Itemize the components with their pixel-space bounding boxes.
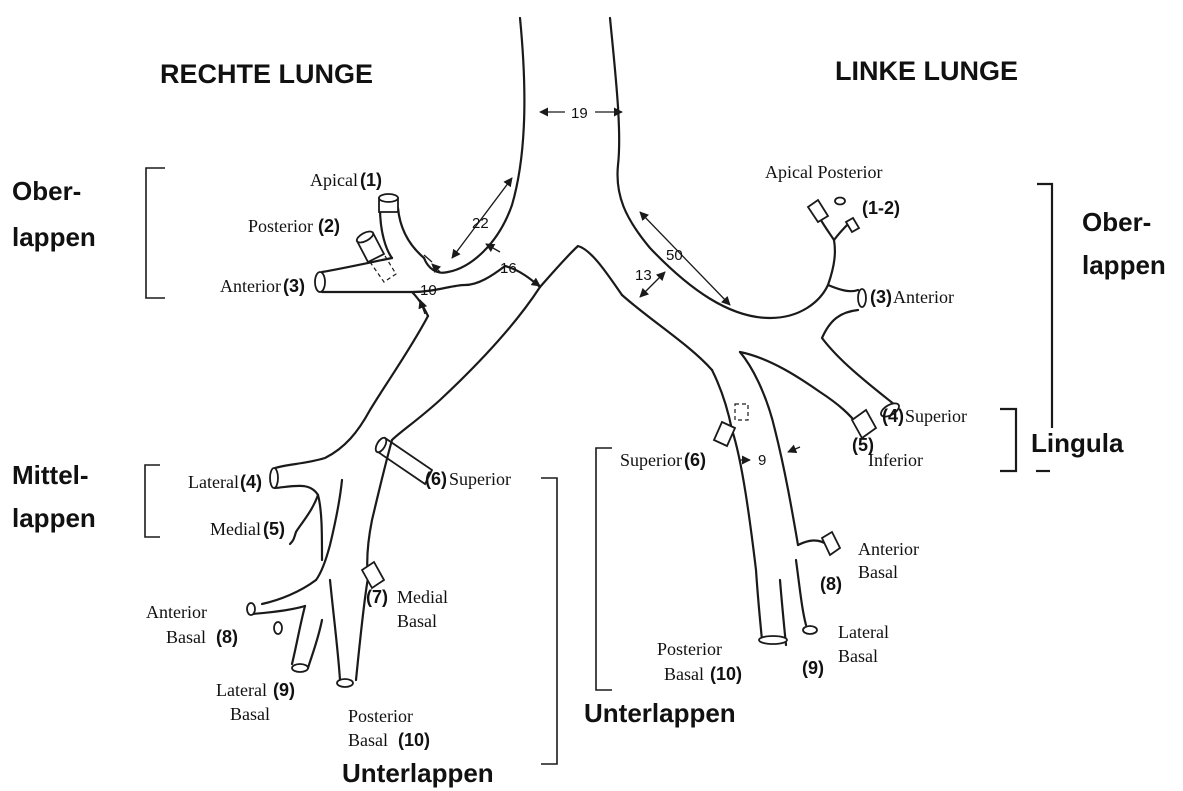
left-segment-labels: Apical Posterior (1-2) (3)Anterior (4)Su… bbox=[620, 162, 967, 684]
measurement-right-main-length: 22 bbox=[472, 215, 489, 232]
right-anterior-tube bbox=[315, 272, 325, 292]
right-superior-label: (6)Superior bbox=[425, 469, 511, 489]
measurement-left-main-width: 13 bbox=[635, 267, 652, 284]
left-superior-label: Superior(6) bbox=[620, 450, 706, 470]
measurement-trachea-width: 19 bbox=[571, 105, 588, 122]
left-lower-lobe-label: Unterlappen bbox=[584, 698, 736, 728]
right-anterior-basal-label: Anterior Basal (8) bbox=[146, 602, 238, 647]
right-anterior-label: Anterior(3) bbox=[220, 276, 305, 296]
left-lung-heading: LINKE LUNGE bbox=[835, 56, 1018, 86]
right-medial-label: Medial(5) bbox=[210, 519, 285, 539]
right-apical-tube bbox=[379, 194, 398, 212]
left-anterior-label: (3)Anterior bbox=[870, 287, 954, 307]
right-middle-lobe-label: Mittel- lappen bbox=[12, 460, 96, 533]
left-lower-lobe-bronchus bbox=[712, 352, 840, 645]
right-apical-label: Apical(1) bbox=[310, 170, 382, 190]
measurement-right-main-width: 16 bbox=[500, 260, 517, 277]
measurement-left-lower-lobe-bronchus: 9 bbox=[758, 452, 766, 469]
right-lateral-basal-label: Lateral (9) Basal bbox=[216, 680, 299, 724]
right-lower-lobe-bronchus bbox=[247, 440, 392, 687]
left-lingula-label: Lingula bbox=[1031, 428, 1124, 458]
right-lung-heading: RECHTE LUNGE bbox=[160, 59, 373, 89]
right-posterior-basal-label: Posterior Basal (10) bbox=[348, 706, 430, 750]
right-lateral-label: Lateral(4) bbox=[188, 472, 262, 492]
right-lower-lobe-label: Unterlappen bbox=[342, 758, 494, 788]
right-segment-labels: Apical(1) Posterior(2) Anterior(3) Later… bbox=[146, 170, 511, 750]
measurement-right-upper-lobe-bronchus: 10 bbox=[420, 282, 437, 299]
left-posterior-basal-label: Posterior Basal (10) bbox=[657, 639, 742, 684]
right-posterior-label: Posterior(2) bbox=[248, 216, 340, 236]
left-upper-lobe-label: Ober- lappen bbox=[1082, 207, 1166, 280]
measurement-arrows bbox=[420, 112, 800, 460]
right-upper-lobe-label: Ober- lappen bbox=[12, 176, 96, 252]
right-middle-lobe-bronchus bbox=[270, 468, 322, 560]
left-apical-posterior-label: Apical Posterior (1-2) bbox=[765, 162, 900, 218]
left-inferior-lingula-label: (5)Inferior bbox=[852, 435, 923, 470]
right-medial-basal-label: (7) Medial Basal bbox=[366, 587, 452, 631]
measurement-left-main-length: 50 bbox=[666, 247, 683, 264]
left-superior-lingula-label: (4)Superior bbox=[882, 406, 967, 426]
